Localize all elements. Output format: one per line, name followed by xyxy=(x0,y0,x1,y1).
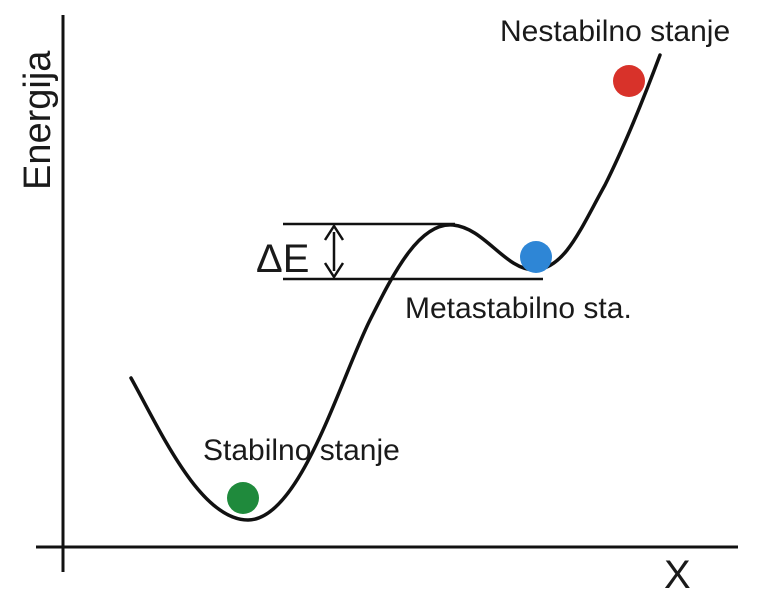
energy-curve xyxy=(129,53,662,522)
stable-state-label: Stabilno stanje xyxy=(203,434,400,467)
metastable-state-ball xyxy=(520,241,552,273)
delta-e-arrow-head-down xyxy=(323,262,345,280)
x-axis-label: X xyxy=(664,553,691,591)
unstable-state-ball xyxy=(613,65,645,97)
delta-e-arrow-head-up xyxy=(323,223,345,241)
y-axis-label: Energija xyxy=(17,50,59,190)
unstable-state-label: Nestabilno stanje xyxy=(500,15,730,48)
delta-e-label: ΔE xyxy=(256,237,309,281)
metastable-state-label: Metastabilno sta. xyxy=(405,292,632,325)
stable-state-ball xyxy=(227,482,259,514)
